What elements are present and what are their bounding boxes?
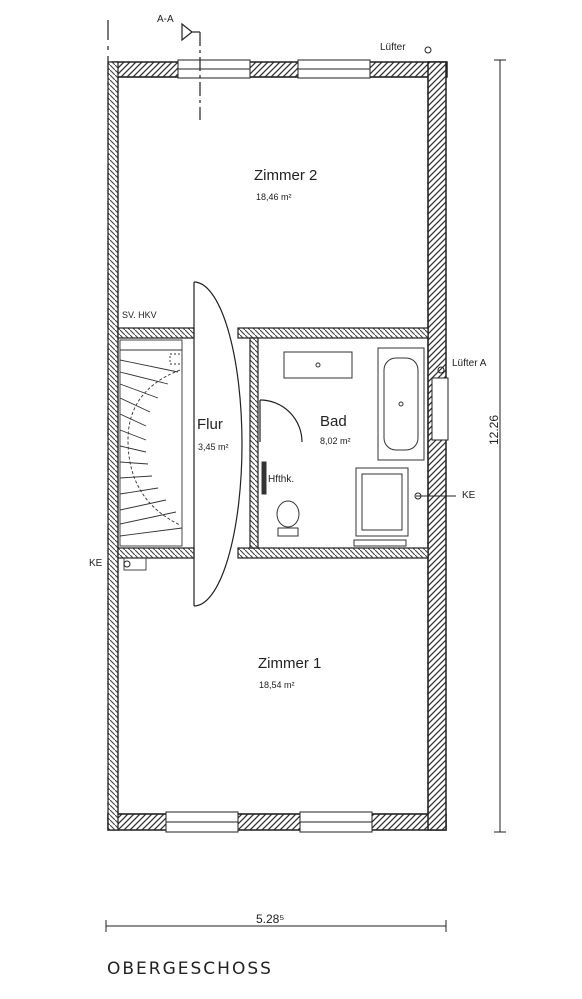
- dimension-height: 12.26: [487, 414, 501, 445]
- dimension-lines: [105, 59, 506, 932]
- room-area-flur: 3,45 m²: [198, 442, 229, 452]
- hfthk-label: Hfthk.: [268, 474, 295, 485]
- room-area-zimmer-2: 18,46 m²: [256, 192, 292, 202]
- section-label: A-A: [157, 14, 174, 25]
- vent-label-bath: Lüfter A: [452, 358, 487, 369]
- room-name-zimmer-1: Zimmer 1: [258, 655, 322, 672]
- plan-title: OBERGESCHOSS: [107, 959, 273, 979]
- dimension-width: 5.28⁵: [256, 912, 285, 926]
- room-name-flur: Flur: [197, 416, 223, 433]
- room-area-bad: 8,02 m²: [320, 436, 351, 446]
- vent-label-top: Lüfter: [380, 42, 406, 53]
- bath-fixtures: [261, 347, 425, 547]
- room-area-zimmer-1: 18,54 m²: [259, 680, 295, 690]
- door-swings: [193, 281, 303, 607]
- room-name-bad: Bad: [320, 413, 347, 430]
- interior-walls: [117, 327, 429, 559]
- section-marker: [107, 20, 201, 828]
- room-name-zimmer-2: Zimmer 2: [254, 167, 318, 184]
- windows: [165, 59, 449, 833]
- ke-markers: [123, 492, 456, 568]
- vent-markers: [424, 46, 445, 374]
- ke-label-right: KE: [462, 490, 476, 501]
- staircase: [119, 339, 183, 571]
- ke-label-left: KE: [89, 558, 103, 569]
- stair-note: SV. HKV: [122, 310, 157, 320]
